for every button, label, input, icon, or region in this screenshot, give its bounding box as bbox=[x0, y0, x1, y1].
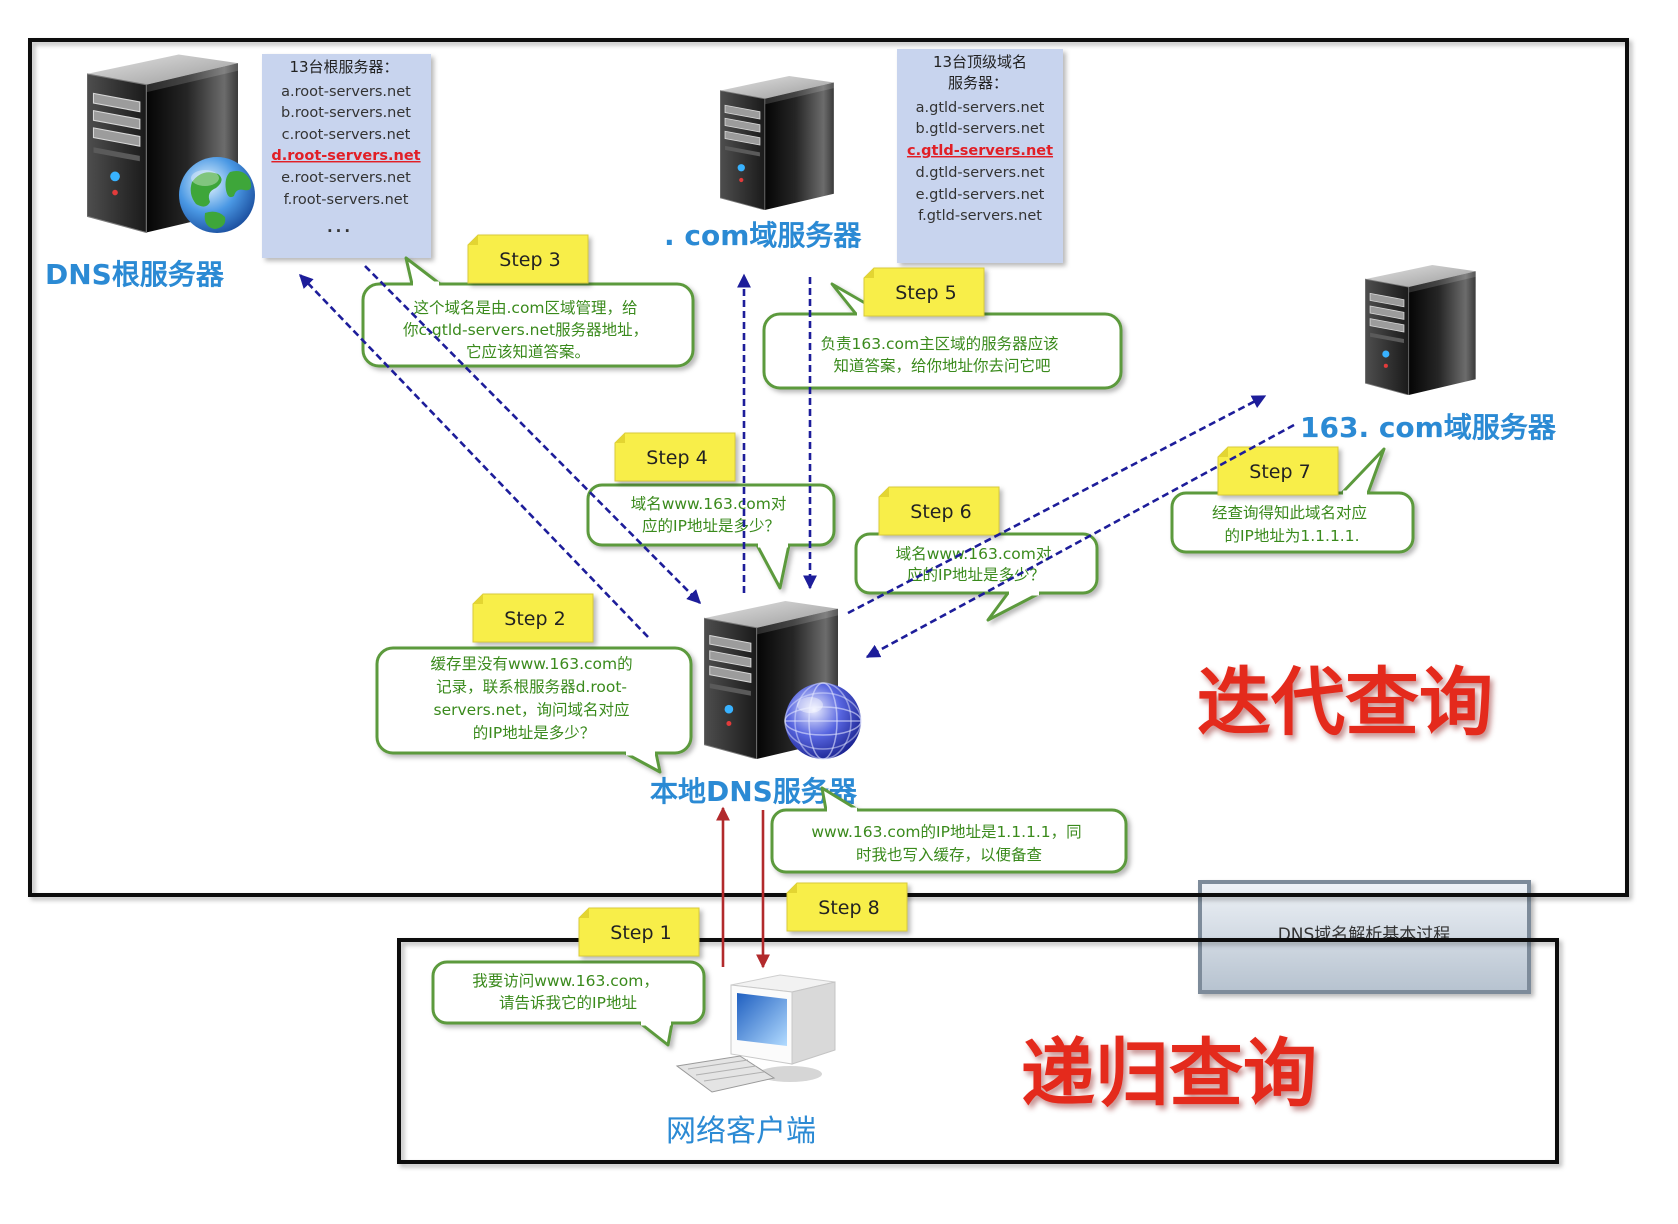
step5-note: Step 5 bbox=[863, 267, 985, 317]
root-list-item: e.root-servers.net bbox=[281, 170, 411, 186]
arrow-local-to-163 bbox=[847, 394, 1267, 615]
step8-note: Step 8 bbox=[786, 882, 908, 932]
bubble-text-line: 你c.gtld-servers.net服务器地址， bbox=[403, 321, 648, 339]
bubble-text-line: 知道答案，给你地址你去问它吧 bbox=[833, 357, 1050, 375]
bubble-text-line: 这个域名是由.com区域管理，给 bbox=[414, 299, 638, 317]
step-label: Step 1 bbox=[610, 922, 671, 944]
step8-message: www.163.com的IP地址是1.1.1.1，同 时我也写入缓存，以便备查 bbox=[811, 823, 1086, 864]
step4-bubble bbox=[586, 483, 836, 590]
bubble-text-line: 的IP地址为1.1.1.1. bbox=[1224, 527, 1359, 545]
com-server-icon bbox=[720, 76, 834, 210]
recursive-query-label: 递归查询 bbox=[1021, 1031, 1317, 1117]
root-list-item: f.root-servers.net bbox=[284, 192, 409, 208]
arrow-163-to-local bbox=[865, 423, 1295, 659]
root-list-item: b.root-servers.net bbox=[281, 105, 411, 121]
bubble-text-line: 域名www.163.com对 bbox=[896, 545, 1052, 563]
step1-message: 我要访问www.163.com， 请告诉我它的IP地址 bbox=[472, 972, 664, 1012]
bubble-text-line: 域名www.163.com对 bbox=[631, 495, 787, 513]
diagram-caption-box bbox=[1198, 880, 1531, 994]
recursive-query-frame bbox=[397, 938, 1559, 1164]
root-list-more: ... bbox=[327, 218, 353, 236]
client-computer-icon bbox=[675, 974, 836, 1093]
tld-list-item: a.gtld-servers.net bbox=[916, 100, 1045, 116]
bubble-text-line: 我要访问www.163.com， bbox=[472, 972, 659, 990]
step1-note: Step 1 bbox=[578, 907, 700, 957]
root-list-item: a.root-servers.net bbox=[281, 84, 411, 100]
tld-list-item: f.gtld-servers.net bbox=[918, 208, 1042, 224]
step-label: Step 7 bbox=[1249, 461, 1310, 483]
bubble-text-line: 它应该知道答案。 bbox=[466, 342, 590, 361]
step7-message: 经查询得知此域名对应 的IP地址为1.1.1.1. bbox=[1212, 503, 1372, 545]
bubble-text-line: 的IP地址是多少？ bbox=[473, 724, 595, 742]
earth-globe-icon bbox=[179, 157, 255, 233]
bubble-text-line: servers.net，询问域名对应 bbox=[434, 700, 630, 719]
step-label: Step 2 bbox=[504, 608, 565, 630]
step2-message: 缓存里没有www.163.com的 记录，联系根服务器d.root- serve… bbox=[430, 655, 637, 742]
step-label: Step 6 bbox=[910, 501, 971, 523]
network-globe-icon bbox=[784, 682, 862, 760]
com-server-label: . com域服务器 bbox=[664, 219, 862, 252]
arrow-local-to-root bbox=[299, 273, 649, 638]
tld-list-item: e.gtld-servers.net bbox=[916, 187, 1045, 203]
bubble-text-line: 记录，联系根服务器d.root- bbox=[436, 678, 627, 696]
bubble-text-line: www.163.com的IP地址是1.1.1.1，同 bbox=[811, 823, 1081, 841]
bubble-text-line: 缓存里没有www.163.com的 bbox=[430, 655, 632, 673]
step6-note: Step 6 bbox=[878, 486, 1000, 536]
step2-note: Step 2 bbox=[472, 593, 594, 643]
step-label: Step 8 bbox=[818, 897, 879, 919]
step5-message: 负责163.com主区域的服务器应该 知道答案，给你地址你去问它吧 bbox=[820, 334, 1063, 375]
tld-list-title: 13台顶级域名 bbox=[933, 53, 1027, 71]
step2-bubble bbox=[375, 646, 693, 774]
bubble-text-line: 应的IP地址是多少？ bbox=[642, 516, 780, 535]
bubble-text-line: 负责163.com主区域的服务器应该 bbox=[820, 334, 1058, 353]
step-label: Step 5 bbox=[895, 282, 956, 304]
step7-note: Step 7 bbox=[1217, 446, 1339, 496]
iterative-query-label: 迭代查询 bbox=[1197, 660, 1493, 746]
tld-server-list: 13台顶级域名 服务器： a.gtld-servers.net b.gtld-s… bbox=[897, 49, 1063, 263]
arrow-root-to-local bbox=[364, 265, 701, 604]
163-server-label: 163. com域服务器 bbox=[1300, 411, 1557, 444]
root-list-title: 13台根服务器： bbox=[289, 58, 398, 76]
step8-bubble bbox=[770, 786, 1128, 874]
step-label: Step 4 bbox=[646, 447, 707, 469]
step7-bubble bbox=[1170, 447, 1415, 554]
client-label: 网络客户端 bbox=[666, 1114, 816, 1149]
bubble-text-line: 应的IP地址是多少？ bbox=[907, 565, 1045, 584]
bubble-text-line: 请告诉我它的IP地址 bbox=[499, 994, 637, 1012]
root-server-list: 13台根服务器： a.root-servers.net b.root-serve… bbox=[262, 54, 431, 258]
step3-note: Step 3 bbox=[467, 234, 589, 284]
step4-note: Step 4 bbox=[614, 432, 736, 482]
tld-list-title: 服务器： bbox=[948, 74, 1008, 92]
root-list-item: c.root-servers.net bbox=[282, 127, 411, 143]
bubble-text-line: 经查询得知此域名对应 bbox=[1212, 503, 1367, 522]
root-list-item-highlighted: d.root-servers.net bbox=[271, 148, 420, 164]
tld-list-item: b.gtld-servers.net bbox=[915, 121, 1044, 137]
bubble-text-line: 时我也写入缓存，以便备查 bbox=[856, 846, 1042, 864]
163-server-icon bbox=[1365, 265, 1476, 395]
root-server-label: DNS根服务器 bbox=[45, 258, 225, 291]
step3-message: 这个域名是由.com区域管理，给 你c.gtld-servers.net服务器地… bbox=[403, 299, 653, 361]
step1-bubble bbox=[431, 960, 706, 1047]
step-label: Step 3 bbox=[499, 249, 560, 271]
step4-message: 域名www.163.com对 应的IP地址是多少？ bbox=[631, 495, 792, 535]
tld-list-item: d.gtld-servers.net bbox=[915, 165, 1044, 181]
tld-list-item-highlighted: c.gtld-servers.net bbox=[907, 143, 1053, 159]
